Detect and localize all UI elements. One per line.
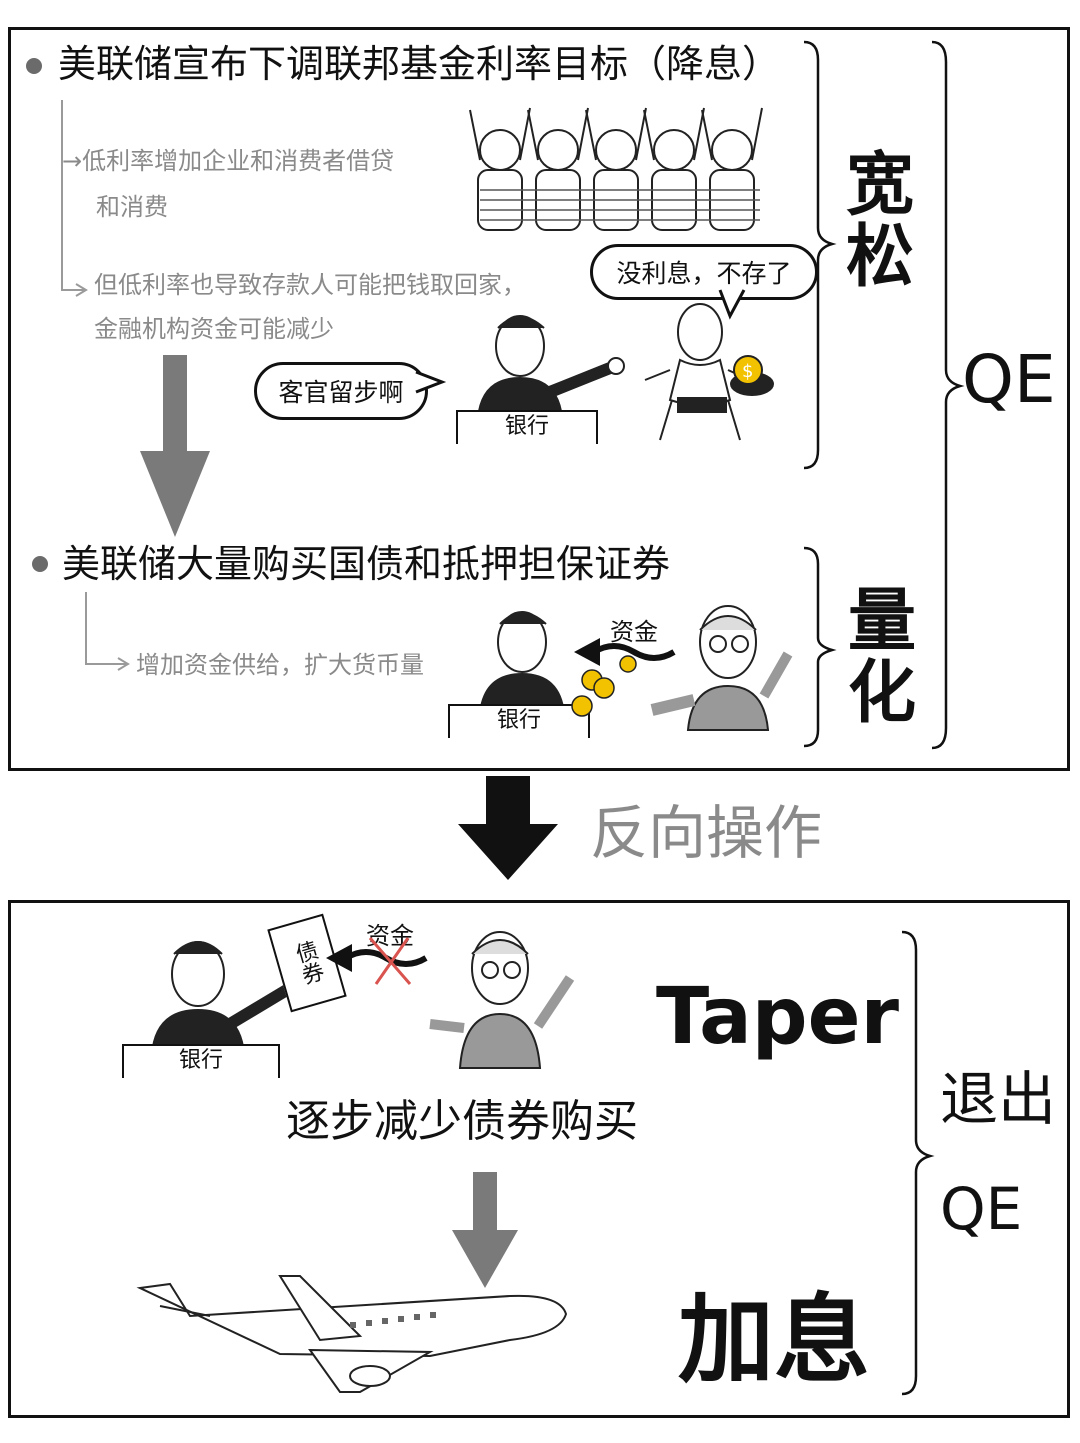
bullet-quant <box>32 556 48 572</box>
taper-description: 逐步减少债券购买 <box>286 1096 638 1147</box>
gold-coins-icon <box>571 655 637 717</box>
speech-bubble-bank: 客官留步啊 <box>254 362 428 420</box>
gray-down-arrow <box>140 355 210 537</box>
money-label-quant: 资金 <box>610 618 658 646</box>
bond-label: 债券 <box>289 938 326 988</box>
svg-text:$: $ <box>742 361 753 382</box>
reverse-operation-label: 反向操作 <box>590 799 823 867</box>
bank-desk-2: 银行 <box>448 704 590 738</box>
bank-desk-1: 银行 <box>456 410 598 444</box>
airplane-takeoff-icon <box>136 1275 568 1393</box>
easing-label-text: 宽松 <box>846 146 915 297</box>
quant-effect: 增加资金供给，扩大货币量 <box>136 651 424 679</box>
money-label-bottom: 资金 <box>366 922 414 950</box>
easing-effect2-line2: 金融机构资金可能减少 <box>94 315 334 343</box>
speech-tail-bank <box>415 370 447 394</box>
reverse-down-arrow <box>458 776 558 880</box>
easing-effect2-line1: 但低利率也导致存款人可能把钱取回家， <box>94 271 526 299</box>
qe-bracket <box>931 40 965 750</box>
quant-heading: 美联储大量购买国债和抵押担保证券 <box>62 542 671 586</box>
exit-qe-bracket <box>901 930 935 1396</box>
fed-chair-figure-2-illustration <box>429 931 575 1069</box>
qe-label: QE <box>962 341 1056 418</box>
taper-label: Taper <box>656 972 899 1062</box>
exit-label-line2: QE <box>940 1175 1023 1243</box>
quant-label-text: 量化 <box>848 582 917 733</box>
speech-tail-saver <box>718 289 746 320</box>
fed-chair-figure-illustration <box>650 605 793 731</box>
bank-desk-3: 银行 <box>122 1044 280 1078</box>
easing-bracket-label-1: 宽松 <box>846 150 918 294</box>
bullet-easing <box>26 58 42 74</box>
gray-down-arrow-bottom <box>452 1172 518 1288</box>
banker-figure-illustration <box>476 315 625 419</box>
rate-hike-label: 加息 <box>678 1284 870 1396</box>
money-flow-arrow <box>574 638 676 666</box>
banker-figure-3-illustration <box>150 941 294 1055</box>
easing-effect1-line2: 和消费 <box>96 193 168 221</box>
exit-label-line1: 退出 <box>940 1065 1057 1133</box>
easing-heading: 美联储宣布下调联邦基金利率目标（降息） <box>58 42 781 86</box>
speech-bubble-saver: 没利息，不存了 <box>590 244 818 300</box>
quant-bracket <box>803 546 837 748</box>
saver-figure-illustration: $ <box>644 303 774 441</box>
quant-bracket-label: 量化 <box>848 586 920 730</box>
cheering-crowd-illustration <box>469 107 763 231</box>
banker-figure-2-illustration <box>478 611 566 715</box>
easing-bracket <box>803 40 837 470</box>
easing-effect1-line1: →低利率增加企业和消费者借贷 <box>62 147 395 175</box>
crossed-money-flow-arrow <box>326 937 428 985</box>
